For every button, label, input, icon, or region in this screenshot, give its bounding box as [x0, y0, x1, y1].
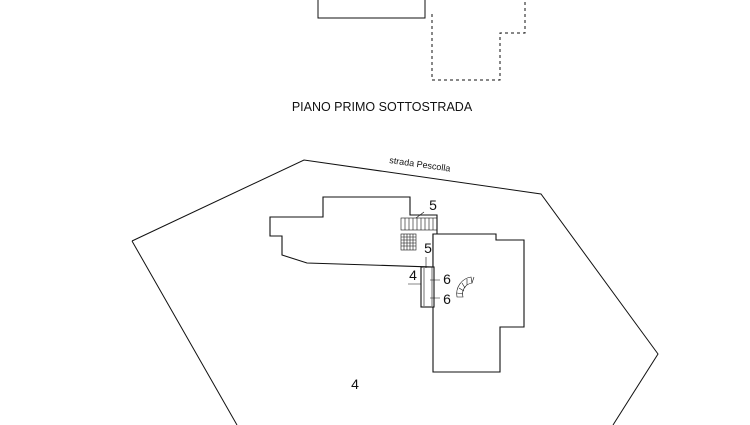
stair-hatch-icon [400, 233, 417, 251]
lot-number: 4 [351, 376, 359, 392]
building-left-wing [269, 196, 438, 268]
upper-floor-outline [317, 0, 526, 81]
lot-boundary [131, 159, 659, 425]
straight-stair-icon [400, 217, 438, 231]
ref-label-door-upper: 6 [443, 271, 451, 287]
floor-title: PIANO PRIMO SOTTOSTRADA [292, 100, 473, 114]
ref-label-door-left: 4 [409, 267, 417, 283]
building-right-wing [432, 233, 525, 373]
ref-label-door-lower: 6 [443, 291, 451, 307]
internal-wall-marks [423, 267, 433, 306]
street-label: strada Pescolla [389, 155, 451, 173]
spiral-stair-icon [456, 276, 475, 298]
ref-label-entry: 5 [424, 240, 432, 256]
ref-label-stairs: 5 [429, 197, 437, 213]
leader-lines [408, 211, 440, 299]
